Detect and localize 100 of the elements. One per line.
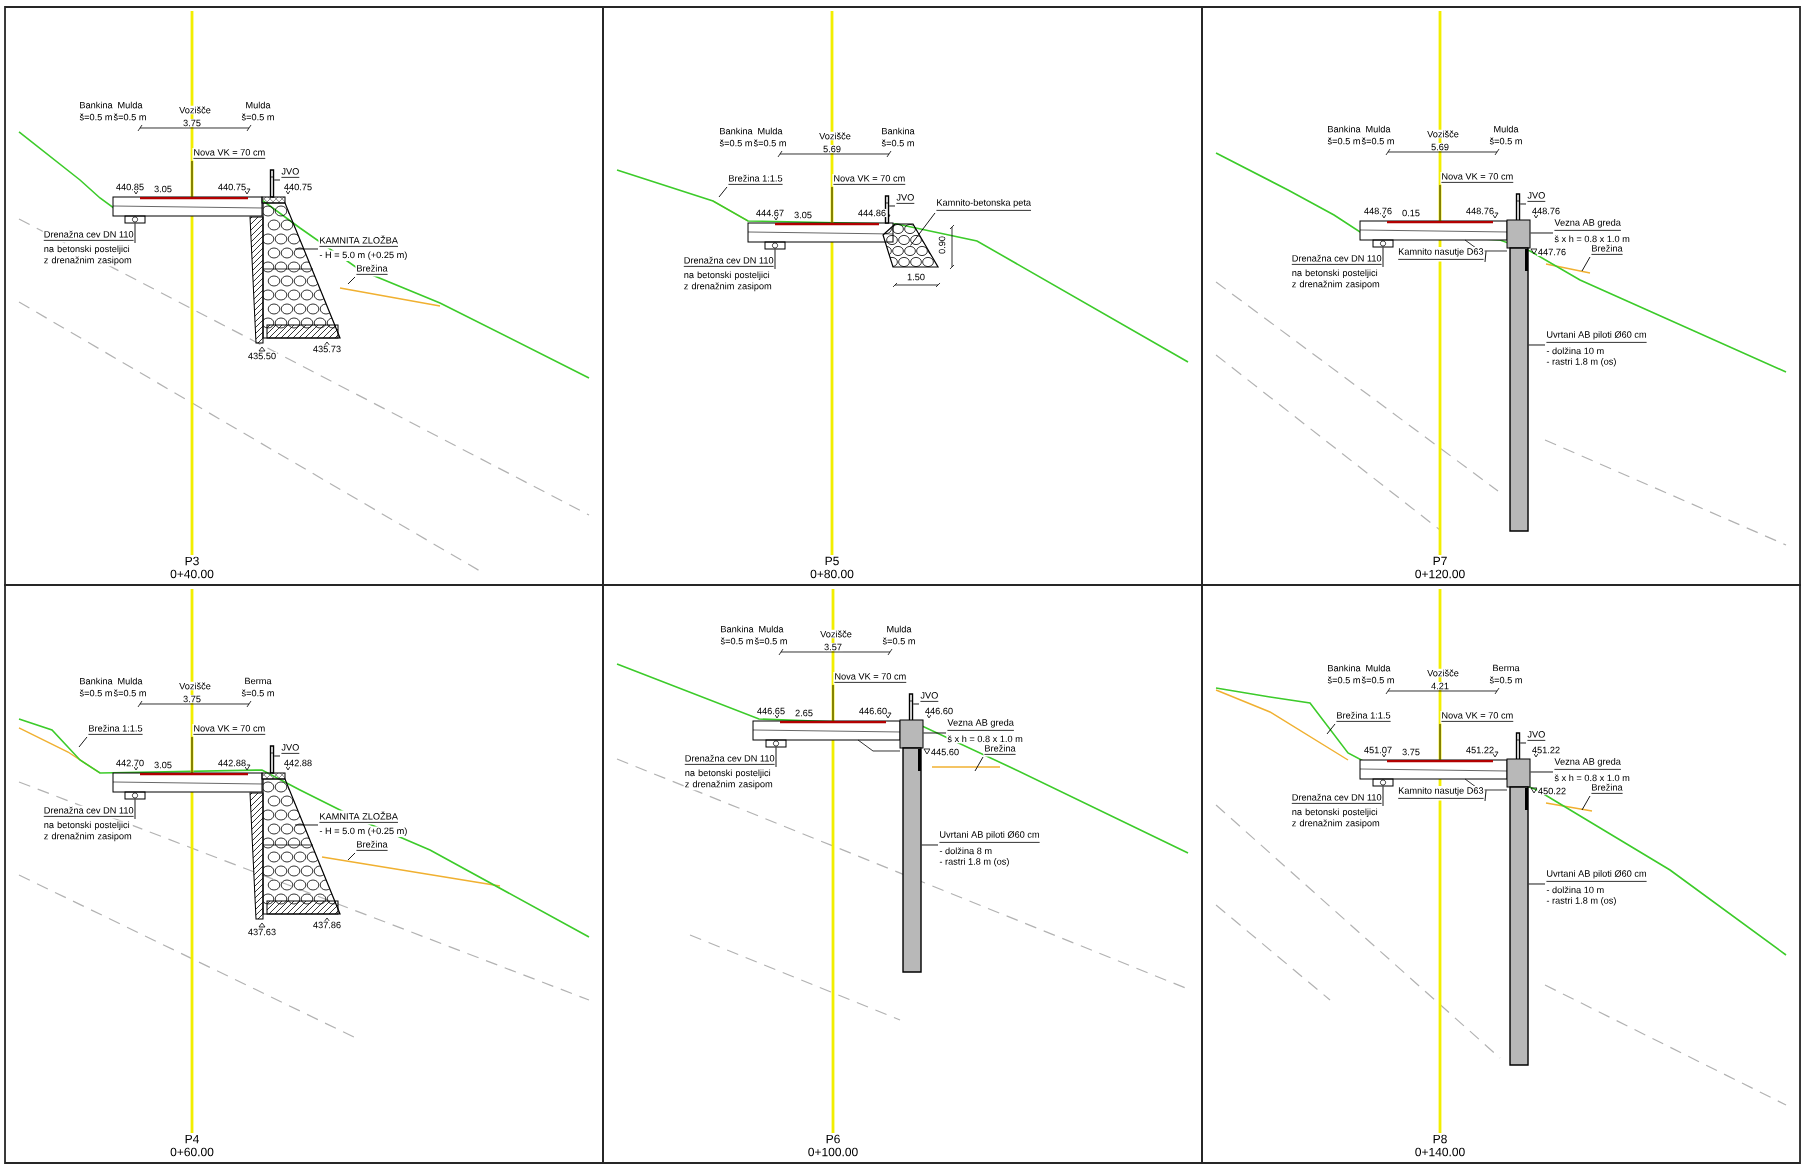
callout-text: Kamnito-betonska peta xyxy=(935,198,1033,213)
lane-label: Bankina xyxy=(718,126,754,136)
lane-label: Bankina xyxy=(1326,663,1362,673)
elevation-label: 442.88 xyxy=(217,758,247,768)
leader-line xyxy=(774,249,776,270)
elevation-label: 448.76 xyxy=(1465,206,1495,216)
stone-fill xyxy=(857,739,901,752)
lane-label: Berma xyxy=(243,677,273,685)
width-label: š=0.5 m xyxy=(752,138,788,148)
lane-label: Vozišče xyxy=(1426,668,1460,678)
width-label: š=0.5 m xyxy=(1360,136,1396,146)
width-label: š=0.5 m xyxy=(880,138,916,148)
callout-text: Vezna AB greda š x h = 0.8 x 1.0 m xyxy=(1553,218,1631,244)
callout-text: Nova VK = 70 cm xyxy=(1440,711,1515,724)
elevation-label: 446.65 xyxy=(756,706,786,716)
dimension-value: 5.69 xyxy=(822,144,842,154)
lane-label: Berma xyxy=(1491,664,1521,672)
width-label: š=0.5 m xyxy=(78,112,114,122)
width-label: š=0.5 m xyxy=(1488,675,1524,685)
road-slab xyxy=(1359,759,1508,780)
callout-text: Nova VK = 70 cm xyxy=(1440,172,1515,185)
tie-beam xyxy=(899,719,924,749)
width-label: š=0.5 m xyxy=(1326,675,1362,685)
leader-line xyxy=(191,736,193,773)
callout-text: JVO xyxy=(280,167,301,180)
elevation-label: 447.76 xyxy=(1537,247,1567,257)
elevation-label: 451.22 xyxy=(1531,745,1561,755)
lane-label: Mulda xyxy=(1364,663,1392,673)
drain-pipe xyxy=(765,739,787,748)
width-label: š=0.5 m xyxy=(881,636,917,646)
dimension-value: 3.57 xyxy=(823,642,843,652)
elevation-label: 440.75 xyxy=(283,182,313,192)
lane-label: Mulda xyxy=(116,100,144,110)
dimension-value: 5.69 xyxy=(1430,142,1450,152)
dimension-value: 3.75 xyxy=(182,694,202,704)
road-slab xyxy=(752,720,901,741)
stone-wall xyxy=(266,900,339,915)
callout-text: JVO xyxy=(1526,191,1547,204)
slope-label: 0.15 xyxy=(1401,208,1421,218)
elevation-label: 442.88 xyxy=(283,758,313,768)
callout-text: JVO xyxy=(895,193,916,206)
width-label: š=0.5 m xyxy=(240,688,276,698)
elevation-label: 445.60 xyxy=(930,747,960,757)
elevation-label: 448.76 xyxy=(1363,206,1393,216)
leader-line xyxy=(1528,883,1546,885)
leader-line xyxy=(191,160,193,197)
leader-line xyxy=(888,205,896,207)
leader-line xyxy=(347,276,356,285)
callout-text: Vezna AB greda š x h = 0.8 x 1.0 m xyxy=(1553,757,1631,783)
callout-text: KAMNITA ZLOŽBA - H = 5.0 m (+0.25 m) xyxy=(318,810,409,837)
elevation-label: 435.50 xyxy=(247,351,277,361)
guardrail-post xyxy=(269,169,275,198)
leader-line xyxy=(294,248,319,250)
callout-text: Vezna AB greda š x h = 0.8 x 1.0 m xyxy=(946,718,1024,744)
road-slab xyxy=(1359,220,1508,241)
width-label: š=0.5 m xyxy=(718,138,754,148)
leader-line xyxy=(1382,247,1384,268)
leader-line xyxy=(273,755,281,757)
elevation-label: 440.85 xyxy=(115,182,145,192)
width-label: š=0.5 m xyxy=(1326,136,1362,146)
leader-line xyxy=(832,684,834,721)
elevation-label: 446.60 xyxy=(924,706,954,716)
elevation-label: 446.60 xyxy=(858,706,888,716)
leader-line xyxy=(1519,203,1527,205)
leader-line xyxy=(974,756,984,772)
callout-text: JVO xyxy=(1526,730,1547,743)
lane-label: Mulda xyxy=(1492,124,1520,134)
tie-beam xyxy=(1506,219,1531,249)
callout-text: Kamnito nasutje D63 xyxy=(1397,247,1485,262)
width-label: š=0.5 m xyxy=(112,688,148,698)
callout-text: Brežina xyxy=(1590,243,1624,257)
callout-text: Drenažna cev DN 110 na betonski posteljici z drenažnim zasipom xyxy=(42,229,135,267)
width-label: š=0.5 m xyxy=(78,688,114,698)
callout-text: JVO xyxy=(919,691,940,704)
road-slab xyxy=(112,196,263,217)
drain-pipe xyxy=(124,215,146,224)
leader-line xyxy=(1382,786,1384,807)
callout-text: Brežina xyxy=(355,263,389,277)
lane-label: Mulda xyxy=(756,126,784,136)
drain-pipe xyxy=(1372,778,1394,787)
elevation-label: 442.70 xyxy=(115,758,145,768)
leader-line xyxy=(1484,250,1487,263)
leader-line xyxy=(775,747,777,768)
slope-label: 3.75 xyxy=(1401,747,1421,757)
callout-text: Brežina xyxy=(1590,782,1624,796)
width-label: š=0.5 m xyxy=(1360,675,1396,685)
leader-line xyxy=(910,212,936,246)
callout-text: Brežina 1:1.5 xyxy=(727,173,784,187)
stone-footing xyxy=(882,223,940,268)
callout-text: Brežina xyxy=(355,839,389,853)
lane-label: Vozišče xyxy=(818,131,852,141)
leader-line xyxy=(134,799,136,820)
stone-wall xyxy=(261,772,286,780)
leader-line xyxy=(1528,344,1546,346)
dimension-value: 0.90 xyxy=(937,235,947,255)
callout-text: Uvrtani AB piloti Ø60 cm - dolžina 10 m - rastri 1.8 m (os) xyxy=(1545,330,1648,368)
slope-label: 3.05 xyxy=(153,760,173,770)
elevation-label: 450.22 xyxy=(1537,786,1567,796)
width-label: š=0.5 m xyxy=(112,112,148,122)
callout-text: Nova VK = 70 cm xyxy=(192,724,267,737)
